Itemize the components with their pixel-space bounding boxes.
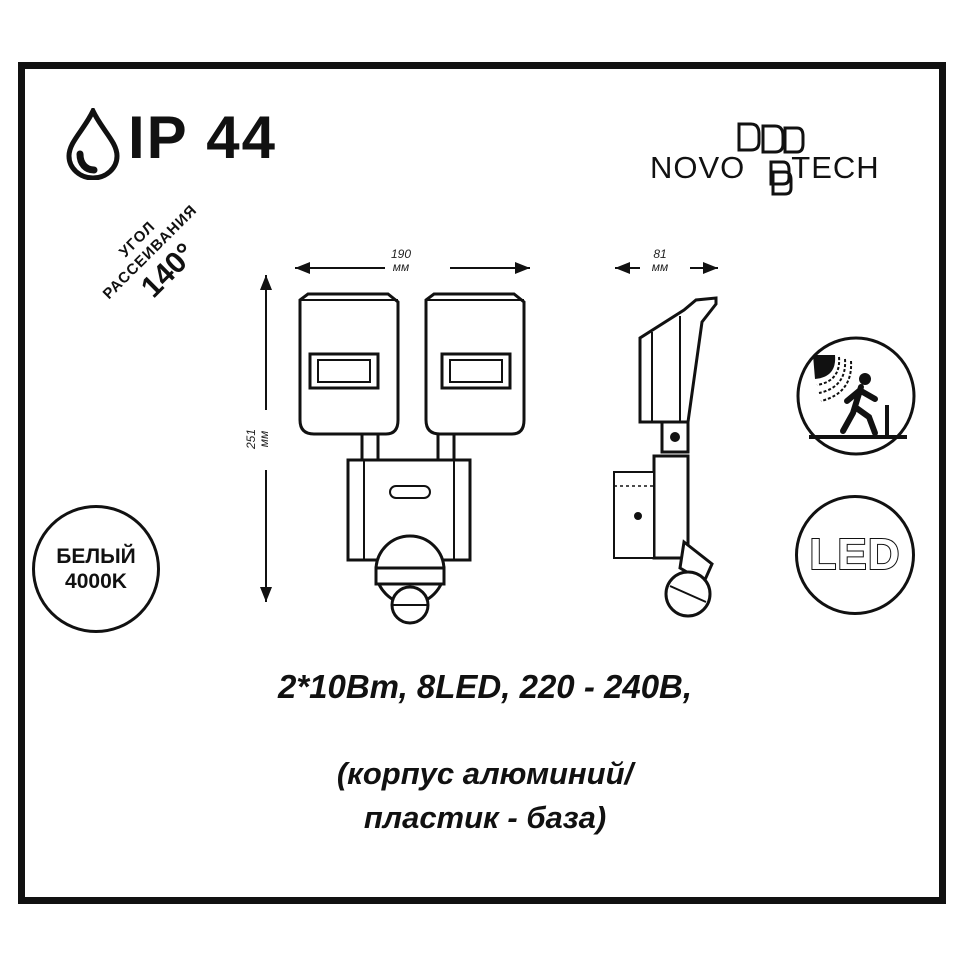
motion-sensor-icon bbox=[796, 336, 916, 456]
novotech-logo-icon bbox=[737, 122, 805, 196]
width-unit: мм bbox=[392, 260, 410, 274]
depth-unit: мм bbox=[651, 260, 669, 274]
led-badge: LED bbox=[795, 495, 915, 615]
depth-dimension: 81 мм bbox=[642, 248, 678, 274]
height-unit: мм bbox=[257, 430, 271, 448]
spec-sheet-frame bbox=[18, 62, 946, 904]
color-temp-line1: БЕЛЫЙ bbox=[56, 545, 136, 568]
depth-value: 81 bbox=[653, 247, 667, 261]
brand-name: NOVO TECH bbox=[650, 152, 880, 183]
spec-power-line: 2*10Вт, 8LED, 220 - 240В, bbox=[277, 668, 693, 705]
front-view-drawing bbox=[260, 262, 530, 625]
spec-material-line2: пластик - база) bbox=[363, 800, 607, 835]
spec-material: (корпус алюминий/ пластик - база) bbox=[0, 752, 970, 840]
height-dimension: 251 мм bbox=[244, 409, 271, 469]
ip-rating: IP 44 bbox=[128, 104, 278, 171]
width-value: 190 bbox=[390, 247, 412, 261]
led-label: LED bbox=[809, 529, 901, 580]
water-drop-icon bbox=[66, 108, 120, 180]
color-temp-line2: 4000K bbox=[65, 570, 127, 593]
spec-material-line1: (корпус алюминий/ bbox=[336, 756, 634, 791]
brand-name-left: NOVO bbox=[650, 150, 746, 185]
brand-name-right: TECH bbox=[791, 150, 880, 185]
width-dimension: 190 мм bbox=[380, 248, 422, 274]
side-view-drawing bbox=[613, 262, 718, 618]
color-temperature-badge: БЕЛЫЙ 4000K bbox=[32, 505, 160, 633]
